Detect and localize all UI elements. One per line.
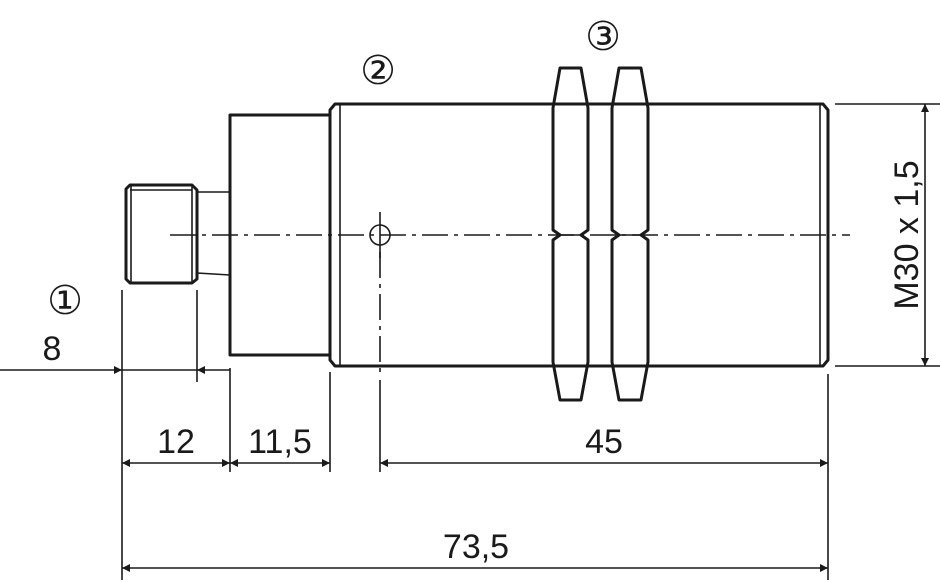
dim-label-thread: M30 x 1,5 [888, 160, 926, 309]
callout-1: ① [47, 278, 83, 324]
dim-label-73-5: 73,5 [443, 528, 509, 566]
dim-label-45: 45 [585, 423, 623, 461]
connector-m12 [124, 183, 231, 285]
dimension-lines [0, 104, 929, 572]
dim-label-8: 8 [43, 330, 62, 368]
dim-label-11-5: 11,5 [248, 423, 312, 461]
callout-3: ③ [585, 14, 621, 60]
dim-label-12: 12 [157, 423, 195, 461]
extension-lines [121, 103, 940, 580]
callout-2: ② [360, 48, 396, 94]
mounting-nuts [551, 66, 650, 402]
